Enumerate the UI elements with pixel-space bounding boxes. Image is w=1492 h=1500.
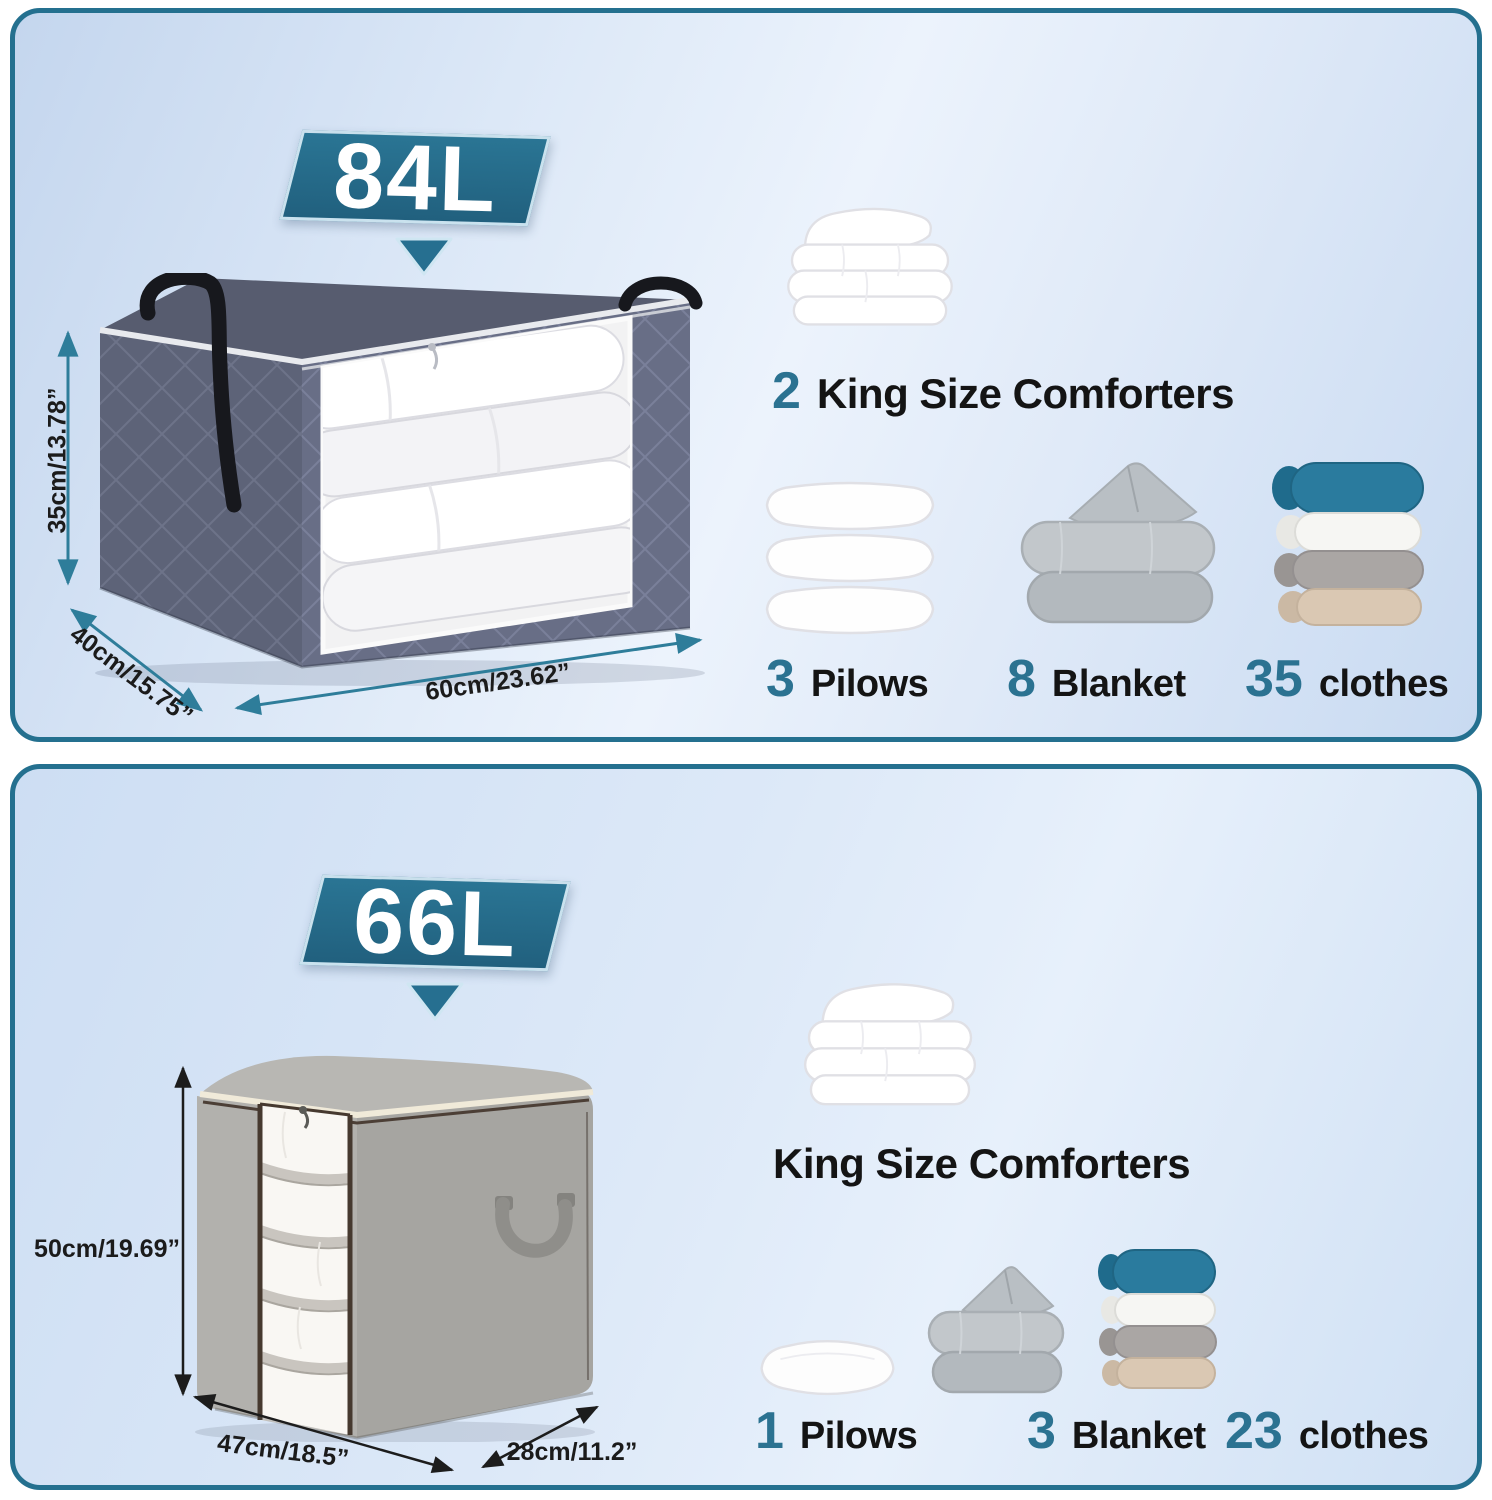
width-dimension-arrow	[192, 1393, 455, 1474]
height-dimension-label: 50cm/19.69”	[34, 1235, 180, 1263]
pillows-icon	[765, 481, 935, 635]
comforter-icon	[787, 207, 953, 326]
height-dimension-arrow	[174, 1065, 192, 1397]
height-dimension-arrow	[57, 330, 79, 586]
blanket-count-label: 3 Blanket	[1027, 1402, 1206, 1460]
clothes-icon	[1098, 1249, 1217, 1389]
pillow-icon	[760, 1340, 895, 1396]
panel-84l: 84L	[10, 8, 1482, 742]
pillows-count-label: 1 Pilows	[755, 1402, 918, 1460]
blanket-count-label: 8 Blanket	[1007, 650, 1186, 708]
depth-dimension-arrow	[69, 608, 204, 712]
blanket-icon	[1020, 462, 1216, 624]
capacity-badge: 66L	[299, 869, 571, 977]
comforter-text: King Size Comforters	[773, 1140, 1191, 1187]
clothes-count-label: 23 clothes	[1225, 1402, 1429, 1460]
capacity-badge: 84L	[279, 124, 551, 232]
comforter-text: King Size Comforters	[816, 370, 1235, 417]
clothes-icon	[1272, 462, 1424, 626]
down-arrow-icon	[395, 237, 453, 276]
comforter-count: 2	[772, 362, 801, 420]
capacity-label: 84L	[331, 124, 499, 232]
down-arrow-icon	[406, 982, 464, 1021]
width-dimension-arrow	[234, 633, 703, 715]
depth-dimension-label: 28cm/11.2”	[506, 1438, 638, 1466]
storage-bag-66l-illustration	[195, 1055, 595, 1442]
panel-66l: 66L	[10, 764, 1482, 1490]
capacity-label: 66L	[351, 869, 519, 977]
comforter-count-label: 2 King Size Comforters	[772, 365, 1234, 417]
comforter-count-label: King Size Comforters	[773, 1140, 1191, 1187]
clothes-count-label: 35 clothes	[1245, 650, 1449, 708]
height-dimension-label: 35cm/13.78”	[43, 387, 72, 534]
comforter-icon	[803, 983, 977, 1106]
pillows-count-label: 3 Pilows	[766, 650, 929, 708]
storage-bag-84l-illustration	[95, 273, 705, 686]
depth-dimension-arrow	[481, 1405, 599, 1469]
blanket-icon	[927, 1266, 1065, 1394]
